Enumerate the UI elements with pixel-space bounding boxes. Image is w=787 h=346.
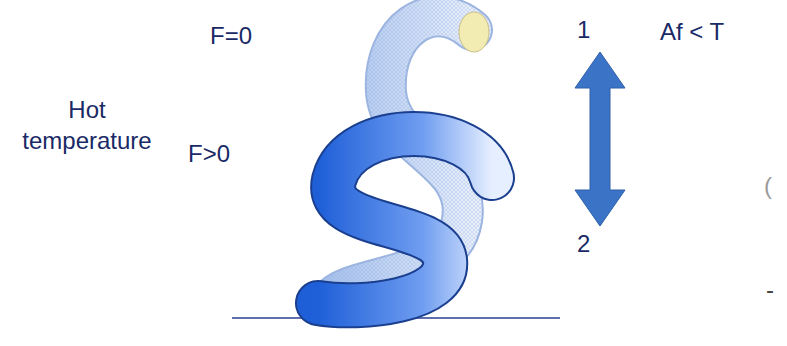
force-label: F=0 — [210, 22, 252, 51]
double-arrow — [575, 52, 625, 226]
state-number: 2 — [577, 230, 590, 259]
temperature-condition: Af < T — [660, 18, 724, 47]
cut-off-text: ( — [764, 172, 772, 201]
state-number: 1 — [577, 16, 590, 45]
force-label: F>0 — [188, 140, 230, 169]
condition-label: Hot temperature — [12, 94, 162, 156]
cut-off-text: - — [766, 276, 774, 305]
compressed-spring — [318, 134, 492, 305]
